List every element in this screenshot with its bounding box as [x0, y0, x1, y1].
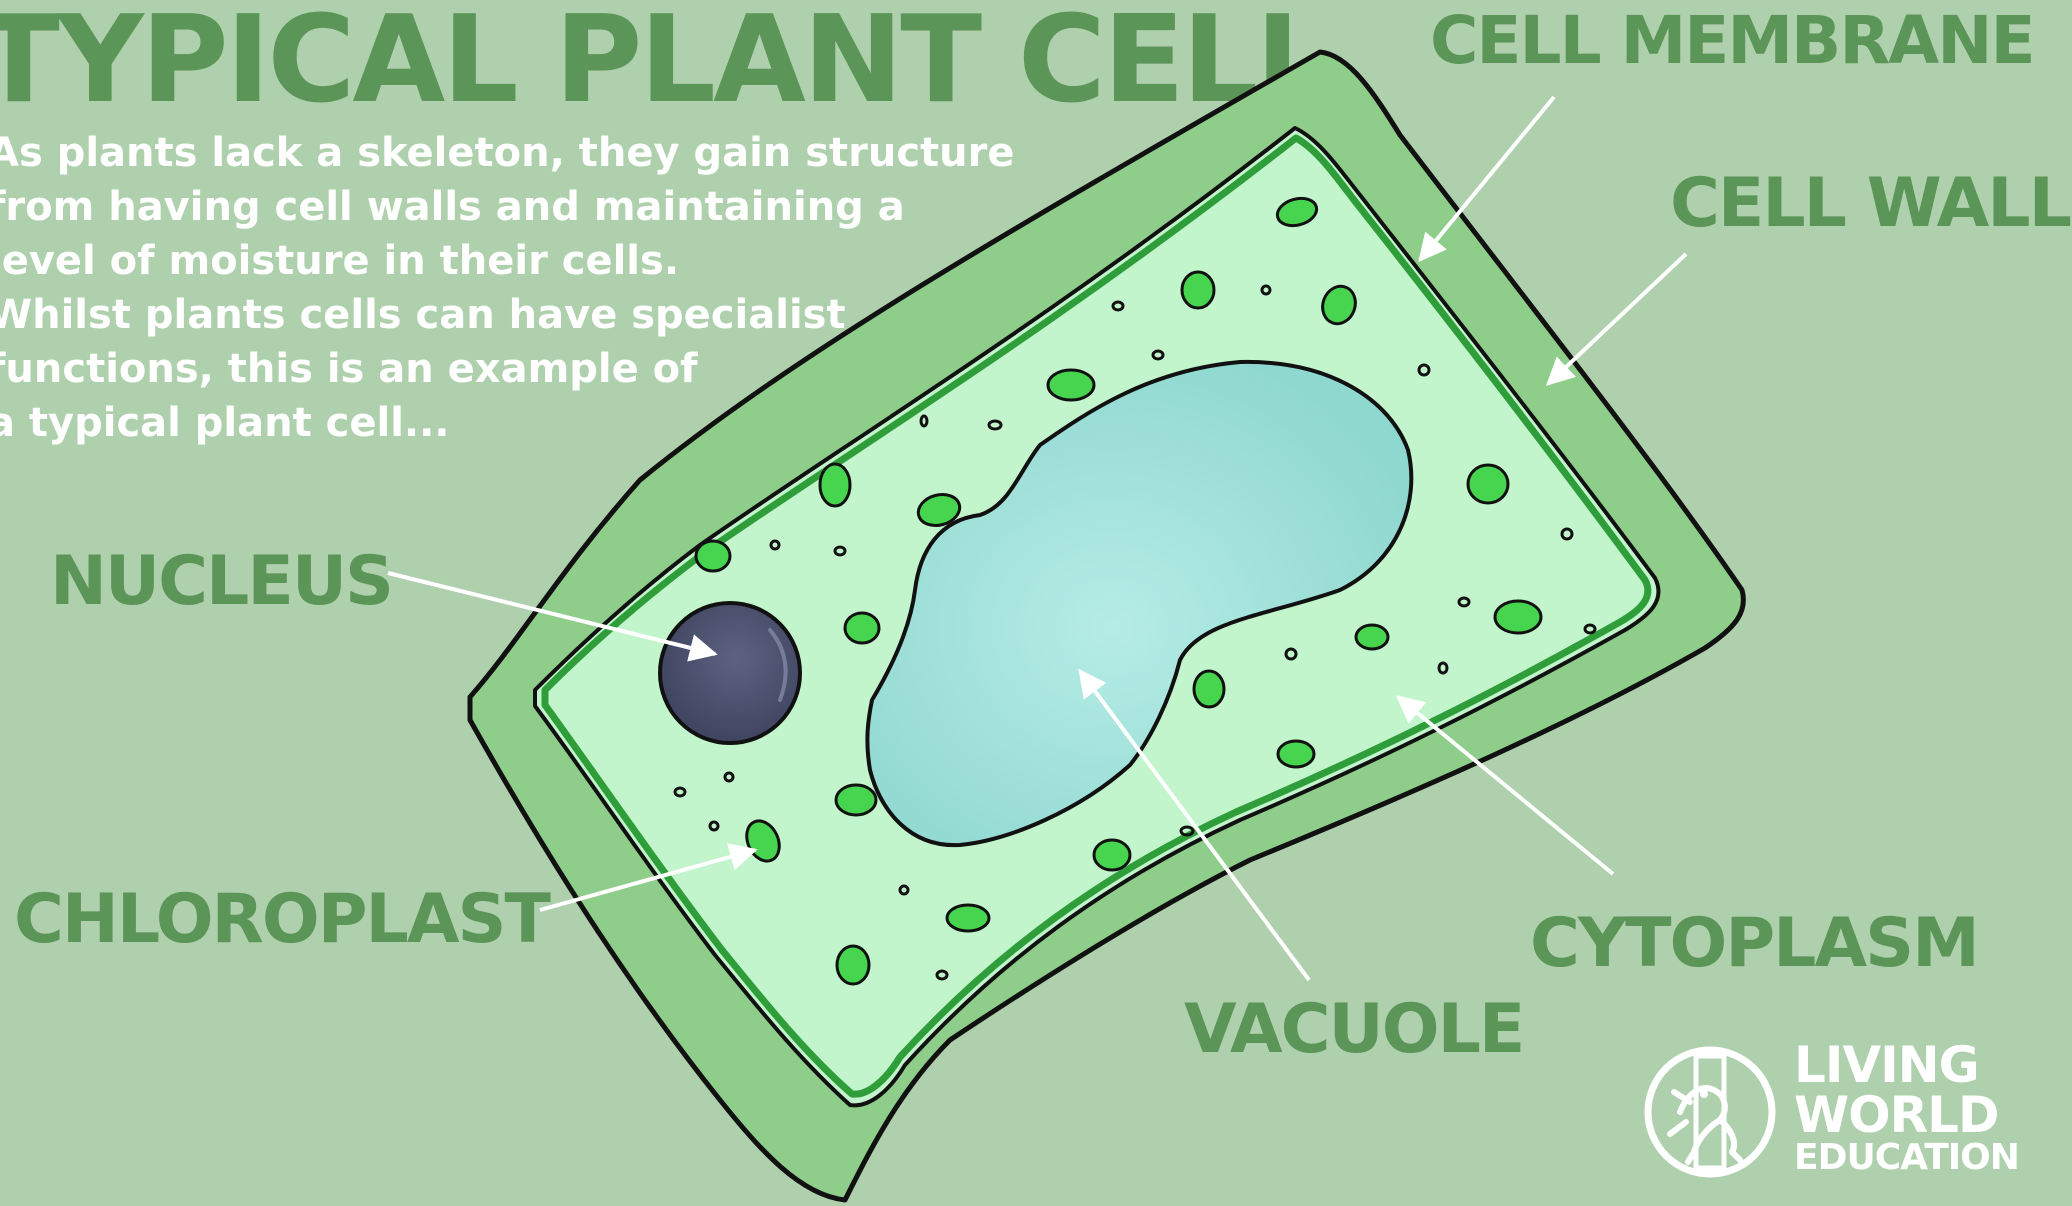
- logo-line-education: EDUCATION: [1794, 1140, 2019, 1176]
- chloroplast: [1194, 671, 1224, 707]
- chloroplast: [845, 613, 879, 643]
- chloroplast: [947, 905, 989, 931]
- chloroplast: [836, 785, 876, 815]
- label-nucleus: NUCLEUS: [50, 548, 392, 616]
- logo-text: LIVING WORLD EDUCATION: [1794, 1040, 2019, 1176]
- chloroplast: [1048, 370, 1094, 400]
- chloroplast: [696, 541, 730, 571]
- chloroplast: [1182, 272, 1214, 308]
- frog-in-circle-icon: [1640, 1042, 1780, 1182]
- chloroplast: [1278, 741, 1314, 767]
- arrow-cell-membrane: [1420, 97, 1554, 260]
- label-cell-wall: CELL WALL: [1670, 170, 2070, 238]
- chloroplast: [1094, 840, 1130, 870]
- label-cell-membrane: CELL MEMBRANE: [1430, 8, 2034, 74]
- chloroplast: [1495, 601, 1541, 633]
- label-vacuole: VACUOLE: [1184, 996, 1523, 1064]
- logo-line-living: LIVING: [1794, 1040, 2019, 1090]
- nucleus-shape: [660, 603, 800, 743]
- chloroplast: [1356, 625, 1388, 649]
- label-chloroplast: CHLOROPLAST: [14, 886, 549, 954]
- chloroplast: [837, 946, 869, 984]
- arrow-cell-wall: [1548, 254, 1686, 384]
- chloroplast: [1468, 465, 1508, 503]
- label-cytoplasm: CYTOPLASM: [1530, 910, 1978, 978]
- chloroplast: [820, 464, 850, 506]
- logo-line-world: WORLD: [1794, 1090, 2019, 1140]
